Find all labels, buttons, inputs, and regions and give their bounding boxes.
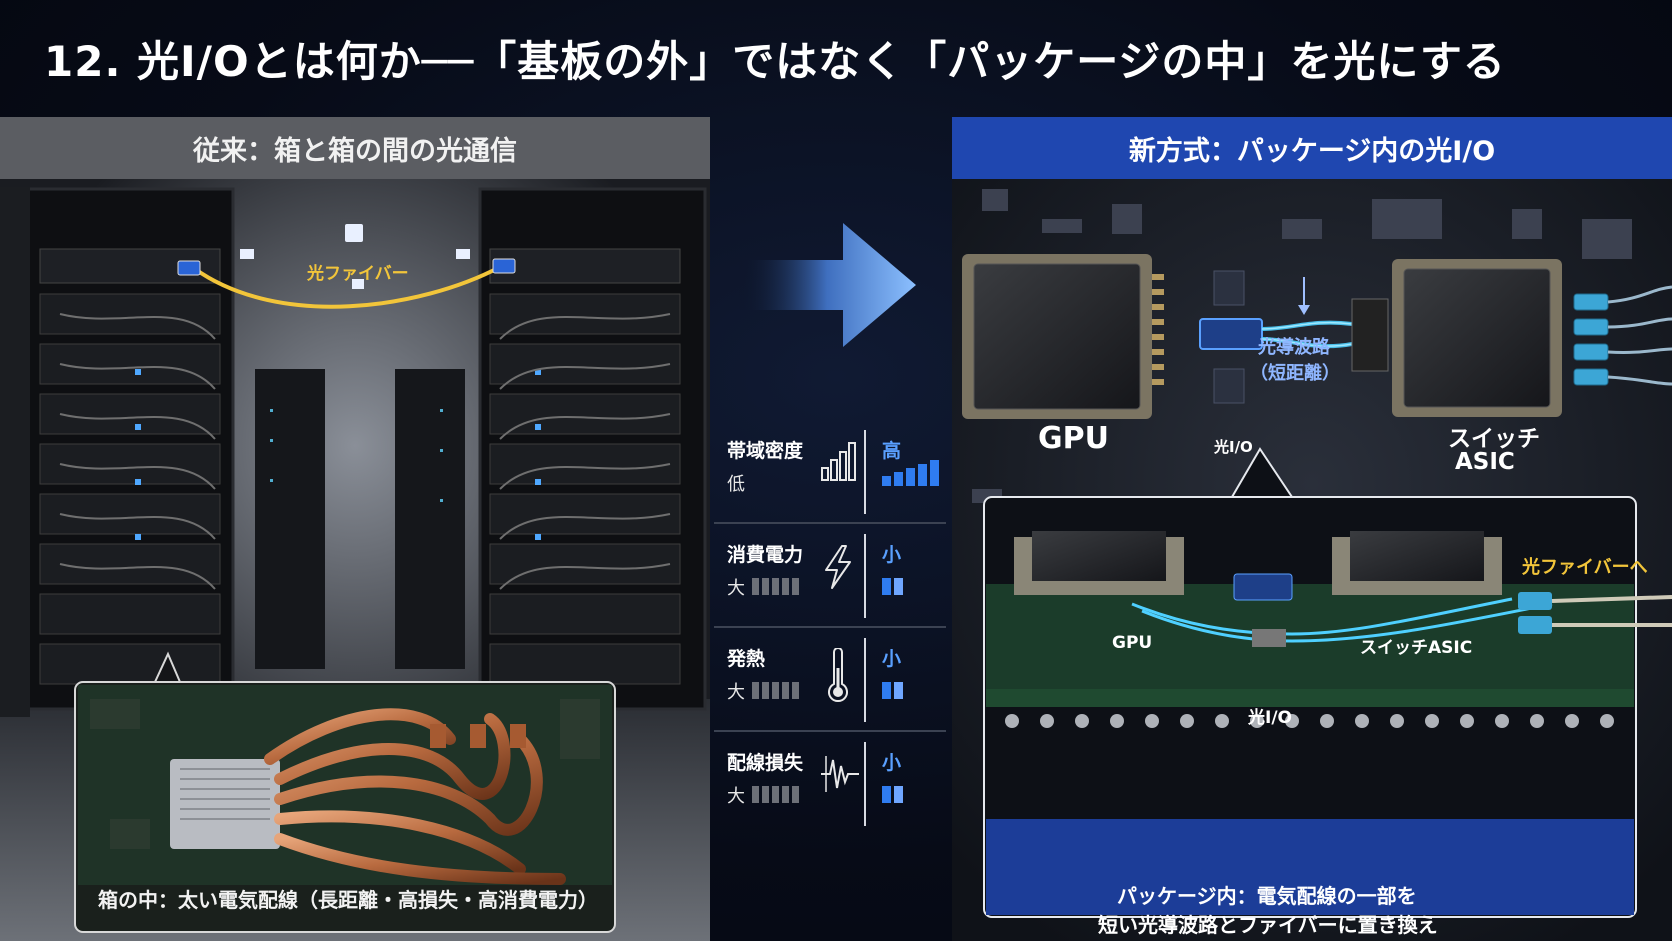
to-fiber-label: 光ファイバーへ [1522, 557, 1648, 578]
inset-optical-io-label: 光I/O [1248, 708, 1292, 728]
metric-bandwidth-density: 帯域密度 低 高 [714, 420, 946, 524]
metric-name: 発熱 [727, 648, 766, 670]
metric-good-value: 小 [882, 648, 902, 670]
metric-heat: 発熱 大 小 [714, 628, 946, 732]
metric-good-value: 高 [882, 440, 902, 462]
new-caption-line1: パッケージ内：電気配線の一部を [1117, 884, 1417, 908]
conventional-header: 従来：箱と箱の間の光通信 [0, 117, 710, 179]
metric-wiring-loss: 配線損失 大 小 [714, 732, 946, 836]
lightning-icon [825, 545, 851, 589]
metric-good-value: 小 [882, 544, 902, 566]
inset-switch-label: スイッチASIC [1360, 638, 1473, 658]
conventional-panel: 従来：箱と箱の間の光通信 [0, 117, 710, 941]
metric-good-value: 小 [882, 752, 902, 774]
high-bars [882, 460, 939, 486]
package-illustration: GPU スイッチ ASIC 光I/O 光導波路 （短距離） 光ファイバーへ GP… [952, 179, 1672, 941]
metric-name: 消費電力 [727, 544, 804, 566]
page-title: 12. 光I/Oとは何か──「基板の外」ではなく「パッケージの中」を光にする [44, 37, 1506, 86]
low-bars [752, 682, 799, 699]
server-room-illustration: 光ファイバー 箱の中：太い電気配線（長距離・高損失・高消費電力） [0, 179, 710, 941]
metric-bad-value: 大 [727, 682, 745, 703]
low-bars [752, 786, 799, 803]
small-bars [882, 682, 903, 699]
metric-divider [864, 534, 866, 618]
optical-io-label: 光I/O [1214, 438, 1253, 456]
new-method-panel: 新方式：パッケージ内の光I/O [952, 117, 1672, 941]
metric-power-consumption: 消費電力 大 小 [714, 524, 946, 628]
low-bars [752, 578, 799, 595]
metric-bad-value: 低 [727, 474, 745, 495]
switch-asic-label-line1: スイッチ [1448, 426, 1540, 452]
waveguide-label-line1: 光導波路 [1258, 337, 1330, 358]
right-arrow-icon [738, 223, 916, 347]
conventional-caption: 箱の中：太い電気配線（長距離・高損失・高消費電力） [98, 888, 598, 912]
metric-bad-value: 大 [727, 786, 745, 807]
thermometer-icon [828, 648, 848, 703]
small-bars [882, 786, 903, 803]
optical-fiber-label: 光ファイバー [307, 264, 409, 284]
metric-divider [864, 638, 866, 722]
new-caption-line2: 短い光導波路とファイバーに置き換え [1098, 913, 1438, 937]
inset-gpu-label: GPU [1112, 633, 1153, 653]
signal-bars-icon [821, 442, 856, 481]
waveform-icon [821, 756, 859, 792]
metric-name: 配線損失 [727, 752, 804, 774]
metric-bad-value: 大 [727, 578, 745, 599]
gpu-label: GPU [1038, 421, 1109, 456]
metric-divider [864, 742, 866, 826]
small-bars [882, 578, 903, 595]
metric-divider [864, 430, 866, 514]
waveguide-label-line2: （短距離） [1250, 363, 1340, 384]
switch-asic-label-line2: ASIC [1455, 449, 1515, 475]
metric-name: 帯域密度 [727, 440, 804, 462]
new-method-header: 新方式：パッケージ内の光I/O [952, 117, 1672, 179]
